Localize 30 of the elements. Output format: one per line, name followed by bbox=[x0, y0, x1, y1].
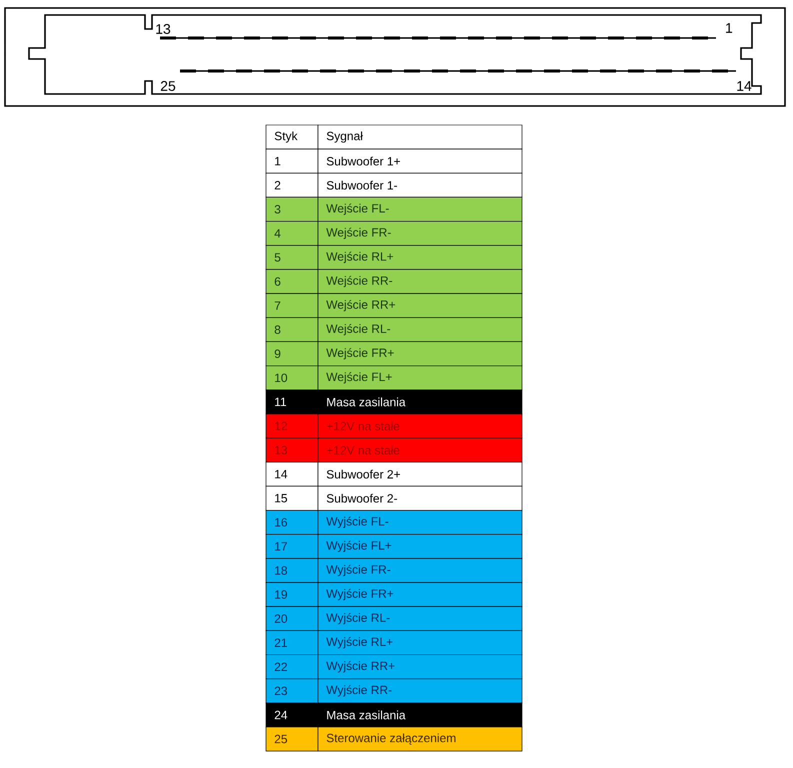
table-cell: 8 bbox=[266, 317, 318, 342]
table-cell: 11 bbox=[266, 390, 318, 414]
table-cell: 9 bbox=[266, 341, 318, 366]
table-cell: 18 bbox=[266, 558, 318, 583]
table-cell: 4 bbox=[266, 221, 318, 246]
table-cell: 14 bbox=[266, 462, 318, 486]
table-cell: 12 bbox=[266, 414, 318, 438]
pin-number: 25 bbox=[160, 81, 176, 91]
table-cell: 16 bbox=[266, 510, 318, 535]
table-cell: 19 bbox=[266, 582, 318, 607]
table-cell: 1 bbox=[266, 148, 318, 174]
pin-number: 1 bbox=[726, 23, 732, 33]
table-cell: 22 bbox=[266, 654, 318, 680]
table-cell: 17 bbox=[266, 534, 318, 559]
table-cell: 7 bbox=[266, 293, 318, 318]
table-cell: 3 bbox=[266, 196, 318, 222]
table-cell: 2 bbox=[266, 172, 318, 198]
table-cell: 6 bbox=[266, 269, 318, 294]
table-cell: 20 bbox=[266, 606, 318, 631]
table-cell: 5 bbox=[266, 245, 318, 270]
pin-number: 13 bbox=[156, 24, 170, 34]
pin-number: 14 bbox=[737, 81, 752, 91]
table-cell: 10 bbox=[266, 366, 318, 390]
table-cell: 21 bbox=[266, 630, 318, 656]
table-cell: 15 bbox=[266, 486, 318, 511]
table-cell: 23 bbox=[266, 678, 318, 704]
table-cell: 13 bbox=[266, 438, 318, 462]
header-cell: Styk bbox=[266, 124, 318, 150]
table-cell: 24 bbox=[266, 702, 318, 728]
table-cell: 25 bbox=[266, 726, 318, 752]
